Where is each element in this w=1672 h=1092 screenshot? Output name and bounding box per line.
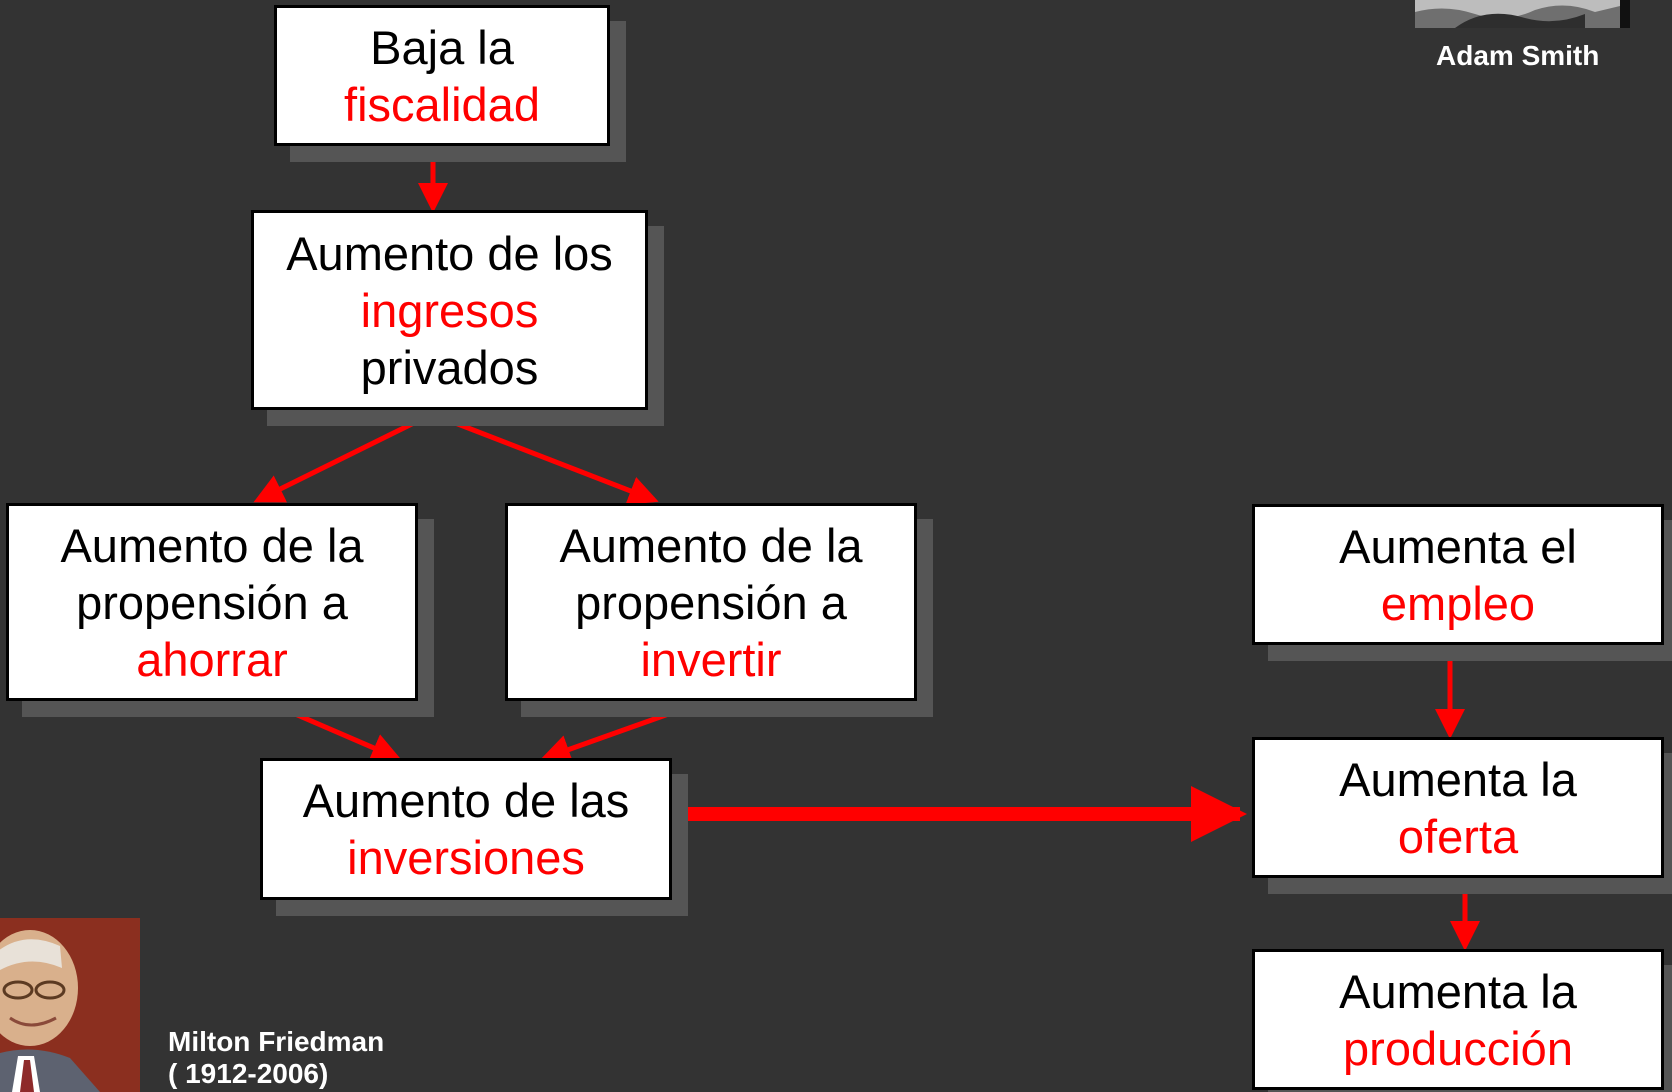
node-baja-fiscalidad: Baja la fiscalidad — [274, 5, 610, 146]
node-highlight: ahorrar — [136, 632, 288, 686]
node-line: propensión a — [76, 575, 348, 629]
node-highlight: invertir — [640, 632, 782, 686]
milton-friedman-caption: Milton Friedman ( 1912-2006) — [168, 1026, 384, 1090]
node-line: propensión a — [575, 575, 847, 629]
adam-smith-caption: Adam Smith — [1436, 40, 1600, 71]
node-aumenta-oferta: Aumenta la oferta — [1252, 737, 1664, 878]
arrow-ingresos-to-ahorrar — [253, 411, 434, 503]
node-aumento-ingresos: Aumento de los ingresos privados — [251, 210, 648, 410]
node-line: privados — [360, 340, 539, 394]
node-line: Aumenta el — [1339, 519, 1577, 573]
milton-friedman-portrait — [0, 918, 140, 1092]
node-line: Baja la — [370, 20, 514, 74]
milton-friedman-years: ( 1912-2006) — [168, 1058, 329, 1089]
arrow-ingresos-to-invertir — [431, 411, 659, 505]
node-propension-ahorrar: Aumento de la propensión a ahorrar — [6, 503, 418, 701]
milton-friedman-name: Milton Friedman — [168, 1026, 385, 1057]
node-highlight: ingresos — [360, 283, 539, 337]
node-highlight: producción — [1343, 1021, 1573, 1075]
node-highlight: oferta — [1397, 809, 1519, 863]
node-aumenta-empleo: Aumenta el empleo — [1252, 504, 1664, 645]
node-line: Aumento de las — [302, 774, 630, 827]
node-line: Aumento de la — [60, 518, 364, 572]
node-highlight: inversiones — [347, 831, 585, 884]
arrow-ahorrar-to-inversiones — [264, 698, 402, 762]
node-line: Aumento de la — [559, 518, 863, 572]
node-line: Aumenta la — [1339, 752, 1577, 806]
arrow-invertir-to-inversiones — [540, 698, 706, 764]
node-highlight: empleo — [1380, 576, 1536, 630]
node-aumento-inversiones: Aumento de las inversiones — [260, 758, 672, 900]
node-propension-invertir: Aumento de la propensión a invertir — [505, 503, 917, 701]
node-highlight: fiscalidad — [344, 77, 540, 131]
node-aumenta-produccion: Aumenta la producción — [1252, 949, 1664, 1090]
adam-smith-portrait — [1415, 0, 1630, 28]
node-line: Aumento de los — [286, 226, 613, 280]
node-line: Aumenta la — [1339, 964, 1577, 1018]
